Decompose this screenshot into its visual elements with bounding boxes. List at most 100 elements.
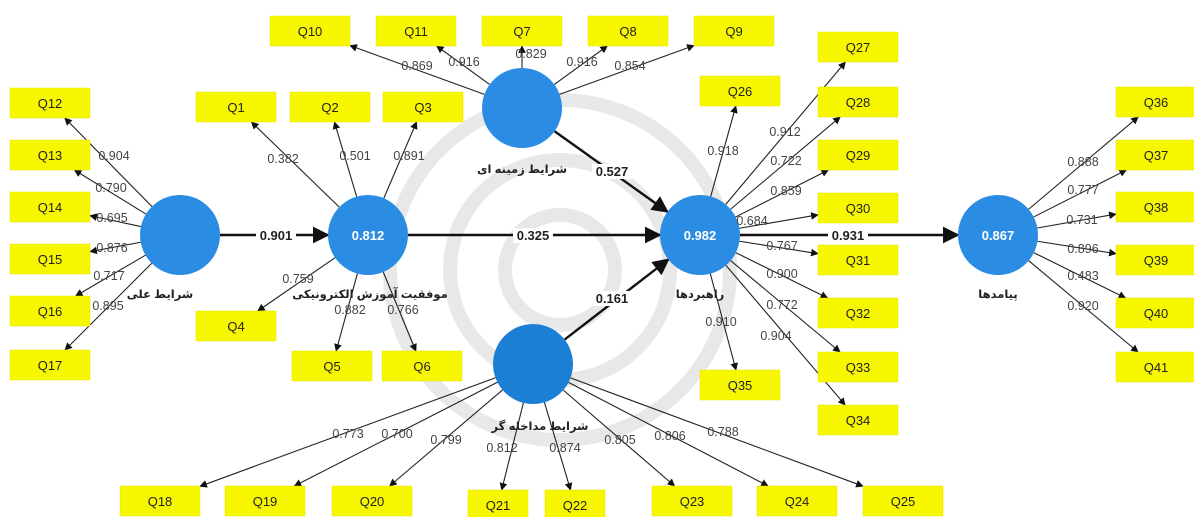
loading-arrow-q21 (499, 402, 524, 491)
latent-causal[interactable]: شرایط علی (127, 195, 220, 301)
indicator-q31[interactable]: Q31 (817, 244, 899, 276)
indicator-q11[interactable]: Q11 (375, 15, 457, 47)
indicator-q33[interactable]: Q33 (817, 351, 899, 383)
latent-intervening[interactable]: شرایط مداخله گر (491, 324, 589, 433)
loading-value-q12: 0.904 (98, 149, 129, 163)
loading-arrow-q1 (250, 121, 340, 208)
indicator-q19[interactable]: Q19 (224, 485, 306, 517)
indicator-label: Q27 (846, 40, 871, 55)
indicator-label: Q25 (891, 494, 916, 509)
indicator-q35[interactable]: Q35 (699, 369, 781, 401)
latent-name: موفقیت آموزش الکترونیکی (292, 287, 447, 302)
indicator-q14[interactable]: Q14 (9, 191, 91, 223)
loading-arrow-q27 (725, 61, 846, 205)
indicator-q28[interactable]: Q28 (817, 86, 899, 118)
loading-value-q25: 0.788 (707, 425, 738, 439)
indicator-q10[interactable]: Q10 (269, 15, 351, 47)
latent-name: شرایط علی (127, 289, 193, 301)
indicator-q4[interactable]: Q4 (195, 310, 277, 342)
indicator-q26[interactable]: Q26 (699, 75, 781, 107)
indicator-q13[interactable]: Q13 (9, 139, 91, 171)
indicator-q8[interactable]: Q8 (587, 15, 669, 47)
indicator-label: Q15 (38, 252, 63, 267)
indicator-label: Q39 (1144, 253, 1169, 268)
indicator-q32[interactable]: Q32 (817, 297, 899, 329)
indicator-q24[interactable]: Q24 (756, 485, 838, 517)
loading-value-q20: 0.799 (430, 433, 461, 447)
indicator-label: Q37 (1144, 148, 1169, 163)
loading-value-q10: 0.869 (401, 59, 432, 73)
loading-arrow-q12 (64, 117, 153, 207)
indicator-q29[interactable]: Q29 (817, 139, 899, 171)
indicator-q7[interactable]: Q7 (481, 15, 563, 47)
indicator-q21[interactable]: Q21 (467, 489, 529, 517)
indicator-label: Q26 (728, 84, 753, 99)
indicator-q16[interactable]: Q16 (9, 295, 91, 327)
loading-value-q35: 0.910 (705, 315, 736, 329)
loading-arrow-q28 (730, 116, 841, 210)
indicator-q9[interactable]: Q9 (693, 15, 775, 47)
loading-value-q6: 0.766 (387, 303, 418, 317)
indicator-q38[interactable]: Q38 (1115, 191, 1194, 223)
loading-value-q18: 0.773 (332, 427, 363, 441)
indicator-q3[interactable]: Q3 (382, 91, 464, 123)
indicator-q37[interactable]: Q37 (1115, 139, 1194, 171)
indicator-q23[interactable]: Q23 (651, 485, 733, 517)
indicator-q22[interactable]: Q22 (544, 489, 606, 517)
loading-arrow-q35 (709, 273, 738, 371)
indicator-q17[interactable]: Q17 (9, 349, 91, 381)
latent-elearning[interactable]: 0.812 موفقیت آموزش الکترونیکی (292, 195, 448, 302)
indicator-q18[interactable]: Q18 (119, 485, 201, 517)
indicator-label: Q31 (846, 253, 871, 268)
loading-arrow-q17 (64, 262, 153, 351)
indicator-label: Q7 (513, 24, 530, 39)
indicator-q34[interactable]: Q34 (817, 404, 899, 436)
path-label-bg (256, 228, 296, 243)
indicator-q30[interactable]: Q30 (817, 192, 899, 224)
latent-context[interactable]: شرایط زمینه ای (477, 68, 567, 176)
loading-arrow-q30 (739, 212, 819, 229)
indicator-q15[interactable]: Q15 (9, 243, 91, 275)
indicator-q6[interactable]: Q6 (381, 350, 463, 382)
path-label-bg (513, 228, 553, 243)
indicator-q41[interactable]: Q41 (1115, 351, 1194, 383)
indicator-q2[interactable]: Q2 (289, 91, 371, 123)
indicator-q20[interactable]: Q20 (331, 485, 413, 517)
indicator-q1[interactable]: Q1 (195, 91, 277, 123)
indicator-label: Q23 (680, 494, 705, 509)
indicator-label: Q41 (1144, 360, 1169, 375)
indicator-q36[interactable]: Q36 (1115, 86, 1194, 118)
indicator-q12[interactable]: Q12 (9, 87, 91, 119)
loading-arrow-q9 (559, 44, 695, 95)
path-label-bg (592, 291, 632, 306)
path-label-bg (828, 228, 868, 243)
indicator-q25[interactable]: Q25 (862, 485, 944, 517)
loading-value-q7: 0.829 (515, 47, 546, 61)
loading-value-q36: 0.888 (1067, 155, 1098, 169)
indicator-q5[interactable]: Q5 (291, 350, 373, 382)
loading-arrow-q39 (1037, 240, 1117, 257)
loading-value-q28: 0.722 (770, 154, 801, 168)
loading-value-q8: 0.916 (566, 55, 597, 69)
loading-value-q39: 0.896 (1067, 242, 1098, 256)
indicator-q27[interactable]: Q27 (817, 31, 899, 63)
indicator-label: Q30 (846, 201, 871, 216)
r-squared-value: 0.812 (352, 228, 385, 243)
path-coefficient-context_strategies: 0.527 (596, 164, 629, 179)
loading-value-q3: 0.891 (393, 149, 424, 163)
indicator-label: Q33 (846, 360, 871, 375)
loading-value-q30: 0.684 (736, 214, 767, 228)
loading-value-q16: 0.717 (93, 269, 124, 283)
loading-value-q22: 0.874 (549, 441, 580, 455)
indicator-q39[interactable]: Q39 (1115, 244, 1194, 276)
latent-name: شرایط زمینه ای (477, 164, 567, 176)
indicator-q40[interactable]: Q40 (1115, 297, 1194, 329)
path-label-bg (592, 164, 632, 179)
loading-arrow-q2 (332, 121, 358, 197)
indicator-label: Q5 (323, 359, 340, 374)
